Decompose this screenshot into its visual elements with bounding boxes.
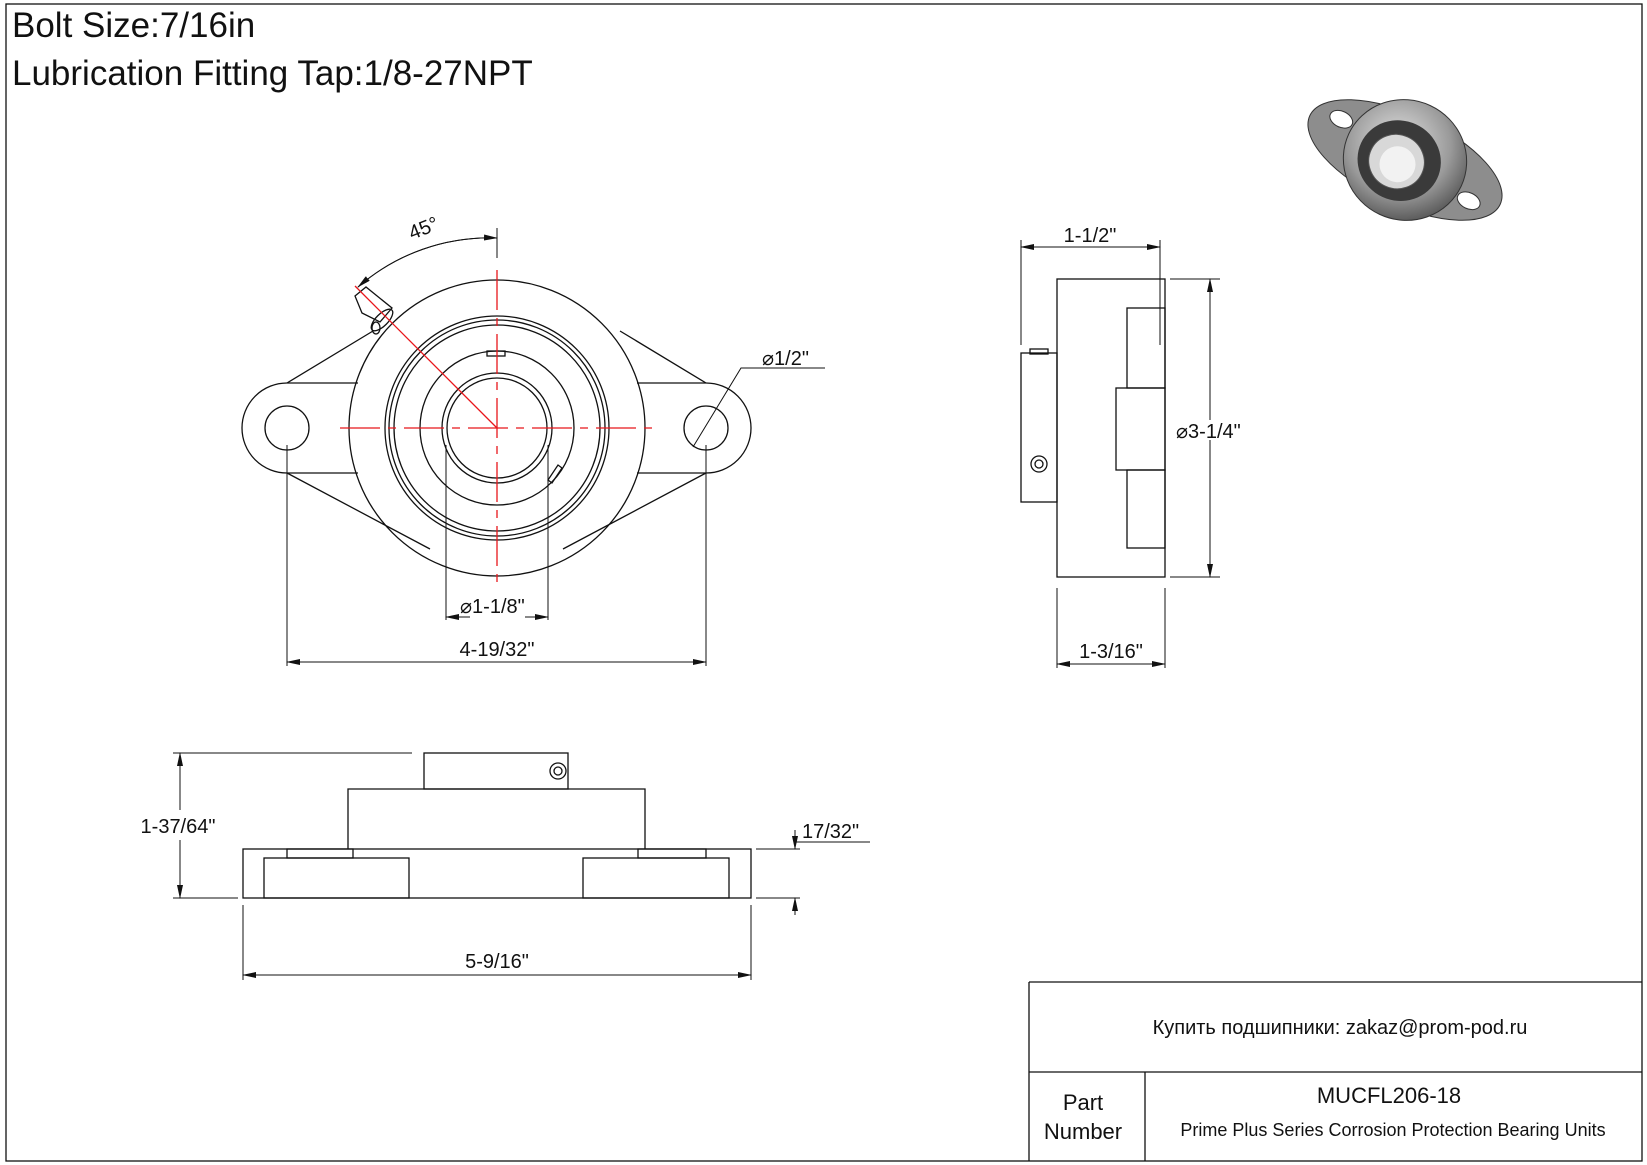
number-label: Number — [1044, 1119, 1122, 1144]
dim-housing-width: 1-3/16" — [1079, 641, 1143, 663]
dim-angle: 45° — [406, 213, 442, 245]
part-number: MUCFL206-18 — [1317, 1083, 1461, 1108]
3d-render-bearing — [1307, 99, 1503, 221]
part-description: Prime Plus Series Corrosion Protection B… — [1180, 1120, 1605, 1140]
lubrication-heading: Lubrication Fitting Tap:1/8-27NPT — [12, 54, 533, 93]
front-view: 45° ⌀1/2" ⌀1-1/8" 4-19/32" — [241, 213, 825, 666]
contact-text: Купить подшипники: zakaz@prom-pod.ru — [1153, 1017, 1528, 1039]
bolt-hole-left — [264, 405, 310, 451]
dim-housing-dia: ⌀3-1/4" — [1176, 421, 1241, 443]
dim-width-top: 1-1/2" — [1064, 225, 1117, 247]
bottom-view: 1-37/64" 17/32" 5-9/16" — [141, 752, 870, 980]
dim-bolt-hole: ⌀1/2" — [762, 348, 809, 370]
side-view: 1-1/2" ⌀3-1/4" 1-3/16" — [1020, 225, 1241, 668]
dim-height: 1-37/64" — [141, 816, 216, 838]
title-block: Купить подшипники: zakaz@prom-pod.ru Par… — [1028, 981, 1642, 1161]
grease-fitting — [354, 286, 394, 335]
dim-flange-thickness: 17/32" — [802, 821, 859, 843]
dim-bore: ⌀1-1/8" — [460, 596, 525, 618]
set-screw — [486, 350, 506, 357]
sheet-border — [5, 3, 1643, 1162]
part-label: Part — [1063, 1090, 1103, 1115]
bolt-size-heading: Bolt Size:7/16in — [12, 6, 256, 45]
dim-overall-length: 5-9/16" — [465, 951, 529, 973]
dim-bolt-spacing: 4-19/32" — [460, 639, 535, 661]
bolt-hole-right — [683, 405, 729, 451]
